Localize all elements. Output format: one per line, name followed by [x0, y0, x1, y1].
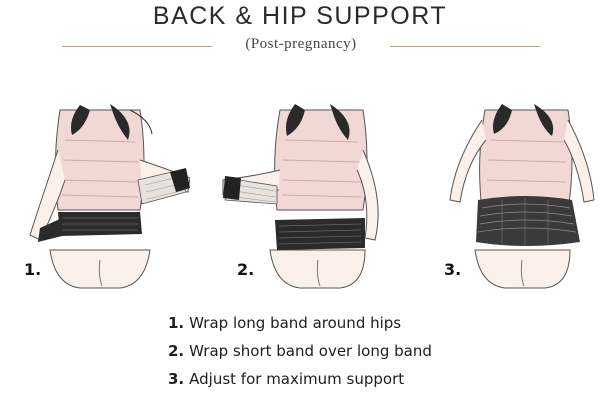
- illustration-panel-3: 3.: [420, 100, 600, 290]
- instruction-step-1: 1.Wrap long band around hips: [168, 314, 568, 342]
- panel-number: 1.: [24, 260, 42, 279]
- step-number: 1.: [168, 314, 185, 332]
- panel-number: 3.: [444, 260, 462, 279]
- panel-number: 2.: [237, 260, 255, 279]
- illustration-panel-1: 1.: [10, 100, 190, 290]
- page-subtitle: (Post-pregnancy): [245, 36, 357, 52]
- page-title: BACK & HIP SUPPORT: [152, 2, 448, 30]
- step-text: Wrap short band over long band: [189, 342, 432, 360]
- left-divider: [62, 46, 212, 47]
- figure-step-3-illustration: [449, 104, 595, 289]
- right-divider: [390, 46, 540, 47]
- step-text: Adjust for maximum support: [189, 370, 405, 388]
- instruction-step-3: 3.Adjust for maximum support: [168, 370, 568, 398]
- step-text: Wrap long band around hips: [189, 314, 402, 332]
- figure-step-2-illustration: [222, 104, 379, 289]
- illustration-panel-2: 2.: [215, 100, 395, 290]
- instructions-list: 1.Wrap long band around hips 2.Wrap shor…: [168, 314, 568, 398]
- step-number: 3.: [168, 370, 185, 388]
- step-number: 2.: [168, 342, 185, 360]
- instruction-step-2: 2.Wrap short band over long band: [168, 342, 568, 370]
- subtitle-row: (Post-pregnancy): [0, 36, 600, 56]
- figure-step-1-illustration: [29, 104, 190, 289]
